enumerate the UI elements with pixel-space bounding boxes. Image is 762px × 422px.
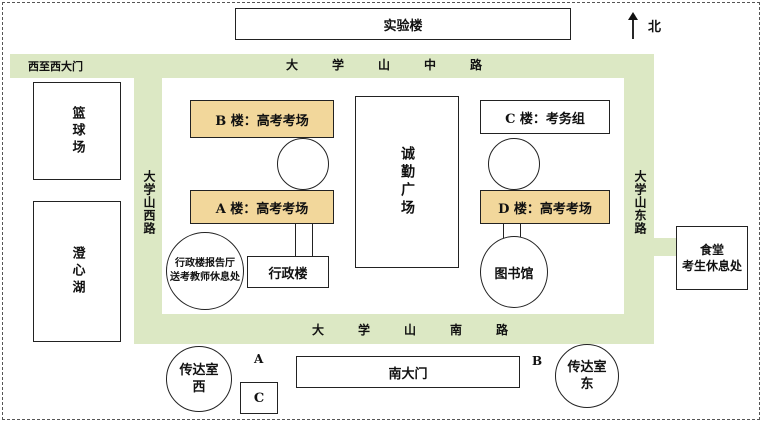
library-connector (503, 224, 521, 238)
guard-room-west-line2: 西 (192, 380, 206, 395)
road-east (624, 54, 654, 344)
chengqin-square-label: 诚勤广场 (399, 146, 415, 218)
guard-room-east: 传达室 东 (555, 344, 619, 408)
south-gate: 南大门 (296, 356, 520, 388)
marker-b: B (532, 354, 543, 368)
report-hall-line1: 行政楼报告厅 (175, 258, 235, 269)
admin-connector (295, 224, 313, 258)
guard-room-west-line1: 传达室 (179, 363, 219, 378)
marker-c-box: C (240, 382, 278, 414)
canteen: 食堂 考生休息处 (676, 226, 748, 290)
library: 图书馆 (480, 236, 548, 308)
road-middle (10, 54, 654, 78)
lab-building: 实验楼 (235, 8, 571, 40)
chengqin-square: 诚勤广场 (355, 96, 459, 268)
basketball-court: 篮球场 (33, 82, 121, 180)
building-a-exam: A 楼：高考考场 (190, 190, 334, 224)
north-label: 北 (648, 20, 662, 35)
road-west-label: 大学山西路 (142, 170, 156, 235)
road-south (134, 314, 654, 344)
guard-room-east-line1: 传达室 (567, 360, 607, 375)
basketball-court-label: 篮球场 (69, 105, 85, 157)
road-middle-label: 大学山中路 (286, 58, 517, 72)
building-c-office: C 楼：考务组 (480, 100, 610, 134)
road-east-label: 大学山东路 (633, 170, 647, 235)
connector-circle-left (277, 138, 329, 190)
guard-room-east-line2: 东 (580, 377, 594, 392)
lake: 澄心湖 (33, 201, 121, 342)
north-arrow-icon (626, 12, 640, 40)
connector-circle-right (488, 138, 540, 190)
road-west (134, 54, 162, 344)
report-hall: 行政楼报告厅 送考教师休息处 (166, 232, 244, 310)
road-south-label: 大学山南路 (312, 323, 543, 337)
marker-a: A (254, 352, 264, 366)
west-gate-label: 西至西大门 (28, 60, 83, 73)
admin-building: 行政楼 (247, 256, 329, 288)
guard-room-west: 传达室 西 (166, 346, 232, 412)
road-east-spur (654, 238, 676, 256)
building-d-exam: D 楼：高考考场 (480, 190, 610, 224)
lake-label: 澄心湖 (69, 246, 85, 297)
canteen-line2: 考生休息处 (681, 259, 742, 273)
building-b-exam: B 楼：高考考场 (190, 100, 334, 138)
report-hall-line2: 送考教师休息处 (170, 272, 240, 283)
canteen-line1: 食堂 (699, 243, 724, 257)
